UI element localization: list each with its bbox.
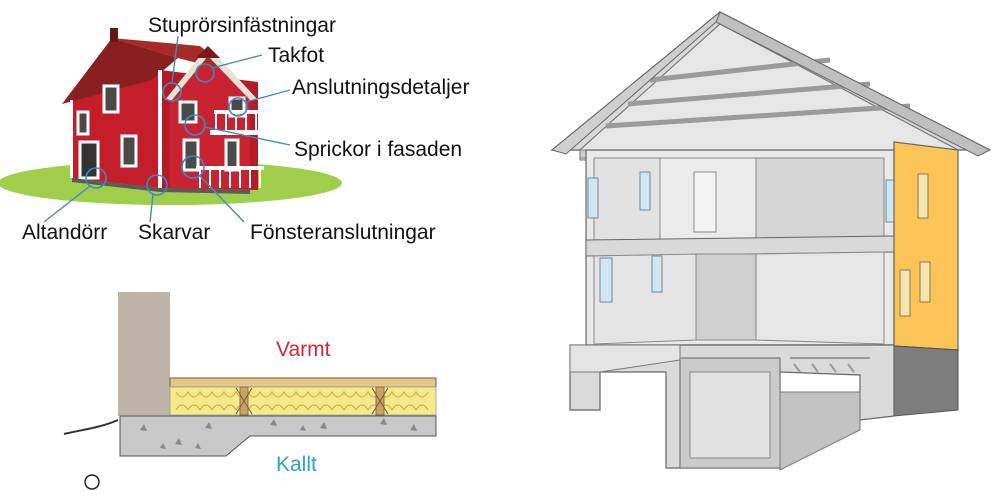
cutaway-house bbox=[550, 11, 992, 471]
concrete-slab bbox=[119, 415, 437, 457]
label-cold: Kallt bbox=[276, 453, 317, 476]
label-warm: Varmt bbox=[276, 338, 331, 361]
callout-lines bbox=[43, 35, 291, 223]
callout-circle-anslutningsdetaljer bbox=[228, 97, 248, 117]
wall bbox=[118, 292, 170, 416]
callout-circle-skarvar bbox=[146, 174, 168, 196]
callout-circle-sprickor bbox=[184, 114, 206, 136]
callout-circle-fonsteranslutningar bbox=[181, 155, 205, 179]
label-anslutningsdetaljer: Anslutningsdetaljer bbox=[292, 76, 469, 99]
label-fonsteranslutningar: Fönsteranslutningar bbox=[250, 221, 436, 244]
callout-circle-takfot bbox=[195, 63, 215, 83]
label-stuprorsinfastningar: Stuprörsinfästningar bbox=[148, 14, 336, 37]
floor-section bbox=[63, 292, 437, 457]
label-takfot: Takfot bbox=[268, 44, 324, 67]
floor-board bbox=[169, 377, 437, 388]
insulation bbox=[169, 386, 437, 416]
label-sprickor: Sprickor i fasaden bbox=[294, 138, 462, 161]
label-skarvar: Skarvar bbox=[138, 221, 210, 244]
ring-icon bbox=[84, 474, 100, 490]
label-altandorr: Altandörr bbox=[22, 221, 107, 244]
callout-circle-altandorr bbox=[85, 167, 107, 189]
